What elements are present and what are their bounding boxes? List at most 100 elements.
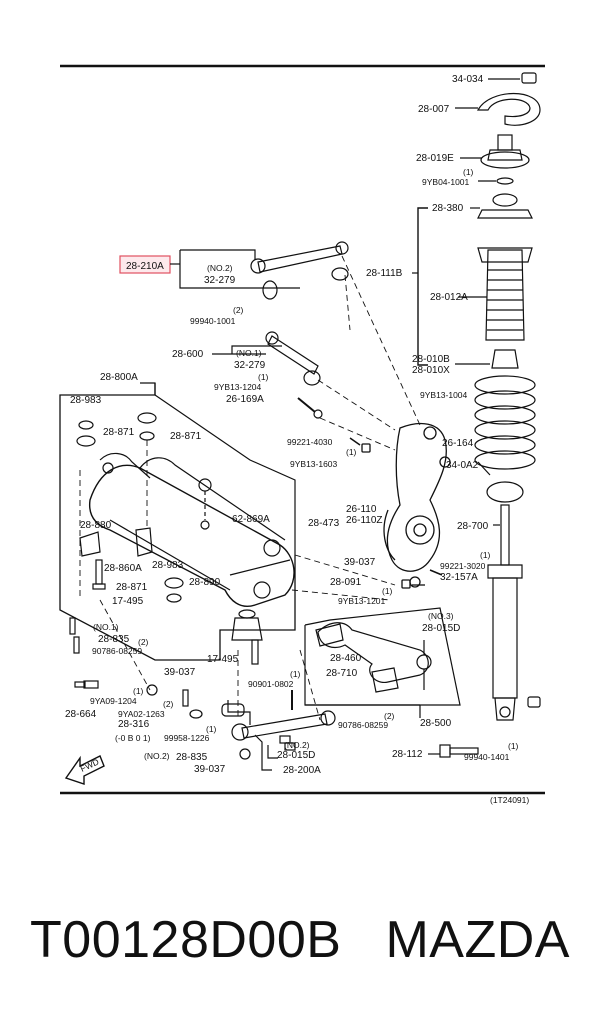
part-number: T00128D00B bbox=[30, 911, 342, 969]
label-qty-1g: (1) bbox=[133, 686, 144, 696]
shock-body-28-700 bbox=[492, 577, 518, 699]
mount-28-380 bbox=[477, 209, 533, 219]
label-28-860a: 28-860A bbox=[104, 563, 142, 574]
label-9yb13-1201: 9YB13-1201 bbox=[338, 596, 386, 606]
label-28-983-b: 28-983 bbox=[152, 560, 184, 571]
exploded-parts-diagram: FWD 34-034 28-007 28-019E (1) 9YB04-1001… bbox=[59, 64, 545, 805]
label-9yb13-1603: 9YB13-1603 bbox=[290, 459, 338, 469]
label-32-279-b: 32-279 bbox=[234, 360, 266, 371]
strut-assembly bbox=[412, 72, 541, 758]
label-28-890: 28-890 bbox=[189, 577, 221, 588]
label-no2-b: (NO.2) bbox=[144, 751, 170, 761]
label-99940-1001: 99940-1001 bbox=[190, 316, 236, 326]
label-90786-08259-a: 90786-08259 bbox=[92, 646, 142, 656]
lower-link-28-200a bbox=[221, 690, 336, 771]
label-34-0a2: 34-0A2 bbox=[446, 460, 479, 471]
label-28-380: 28-380 bbox=[432, 203, 464, 214]
seat-28-007 bbox=[476, 92, 541, 126]
label-28-091: 28-091 bbox=[330, 577, 362, 588]
part-labels: 34-034 28-007 28-019E (1) 9YB04-1001 28-… bbox=[65, 74, 529, 805]
upper-links bbox=[119, 241, 421, 451]
crossmember-28-800a bbox=[59, 382, 396, 721]
label-qty-2b: (2) bbox=[138, 637, 149, 647]
label-9yb04: 9YB04-1001 bbox=[422, 177, 470, 187]
mount-28-019e bbox=[480, 151, 530, 169]
label-28-835-a: 28-835 bbox=[98, 634, 130, 645]
label-fwd-note: (-0 B 0 1) bbox=[115, 733, 151, 743]
label-28-700: 28-700 bbox=[457, 521, 489, 532]
label-9ya09-1204: 9YA09-1204 bbox=[90, 696, 137, 706]
label-39-037-c: 39-037 bbox=[194, 764, 226, 775]
link-28-600 bbox=[267, 335, 319, 375]
label-26-110: 26-110 bbox=[346, 504, 377, 515]
label-no2-c: (NO.2) bbox=[284, 740, 310, 750]
label-39-037-b: 39-037 bbox=[164, 667, 196, 678]
label-62-869a: 62-869A bbox=[232, 514, 270, 525]
knuckle-26-110 bbox=[349, 422, 451, 589]
label-9yb13-1204: 9YB13-1204 bbox=[214, 382, 262, 392]
label-28-012a: 28-012A bbox=[430, 292, 468, 303]
label-28-010x: 28-010X bbox=[412, 365, 450, 376]
label-90901-0802: 90901-0802 bbox=[248, 679, 294, 689]
label-17-495-a: 17-495 bbox=[112, 596, 144, 607]
brand-name: MAZDA bbox=[385, 911, 570, 969]
label-9yb13-1004: 9YB13-1004 bbox=[420, 390, 468, 400]
label-90786-08259-b: 90786-08259 bbox=[338, 720, 388, 730]
label-no3: (NO.3) bbox=[428, 611, 454, 621]
label-28-600: 28-600 bbox=[172, 349, 204, 360]
caption-bar: T00128D00B MAZDA bbox=[0, 895, 600, 985]
label-no1-a: (NO.1) bbox=[236, 348, 262, 358]
label-99221-3020: 99221-3020 bbox=[440, 561, 486, 571]
label-34-034: 34-034 bbox=[452, 74, 484, 85]
label-26-164: 26-164 bbox=[442, 438, 474, 449]
label-28-015d-2: 28-015D bbox=[277, 750, 315, 761]
label-28-710: 28-710 bbox=[326, 668, 358, 679]
boot-28-012a bbox=[485, 249, 525, 341]
shock-rod bbox=[500, 504, 510, 566]
label-qty-2a: (2) bbox=[233, 305, 244, 315]
label-99221-4030: 99221-4030 bbox=[287, 437, 333, 447]
label-28-010b: 28-010B bbox=[412, 354, 450, 365]
label-28-500: 28-500 bbox=[420, 718, 452, 729]
seat-34-0a2 bbox=[486, 481, 524, 503]
label-28-983-a: 28-983 bbox=[70, 395, 102, 406]
label-28-112: 28-112 bbox=[392, 749, 423, 760]
diagram-svg: FWD 34-034 28-007 28-019E (1) 9YB04-1001… bbox=[59, 64, 545, 805]
label-qty-1b: (1) bbox=[258, 372, 269, 382]
label-28-007: 28-007 bbox=[418, 104, 450, 115]
label-28-664: 28-664 bbox=[65, 709, 97, 720]
label-28-835-b: 28-835 bbox=[176, 752, 208, 763]
label-26-110z: 26-110Z bbox=[346, 515, 383, 526]
bumper-28-010b bbox=[491, 349, 519, 369]
link-28-210a bbox=[257, 245, 343, 273]
label-qty-1d: (1) bbox=[480, 550, 491, 560]
label-28-800a: 28-800A bbox=[100, 372, 138, 383]
label-28-473: 28-473 bbox=[308, 518, 340, 529]
label-qty-1e: (1) bbox=[382, 586, 393, 596]
label-28-460: 28-460 bbox=[330, 653, 362, 664]
label-qty-2c: (2) bbox=[163, 699, 174, 709]
label-28-111b: 28-111B bbox=[366, 268, 403, 279]
label-28-871-a: 28-871 bbox=[103, 427, 135, 438]
label-32-279-a: 32-279 bbox=[204, 275, 236, 286]
nut-34-034 bbox=[521, 72, 537, 84]
label-no1-b: (NO.1) bbox=[93, 622, 119, 632]
label-28-871-b: 28-871 bbox=[170, 431, 202, 442]
label-qty-1c: (1) bbox=[346, 447, 357, 457]
fwd-arrow-icon: FWD bbox=[64, 755, 105, 785]
label-99958-1226: 99958-1226 bbox=[164, 733, 210, 743]
label-28-871-c: 28-871 bbox=[116, 582, 148, 593]
diagram-ref-code: (1T24091) bbox=[490, 795, 529, 805]
label-qty-1f: (1) bbox=[290, 669, 301, 679]
label-qty-2d: (2) bbox=[384, 711, 395, 721]
label-qty-1i: (1) bbox=[508, 741, 519, 751]
label-28-019e: 28-019E bbox=[416, 153, 454, 164]
label-99940-1401: 99940-1401 bbox=[464, 752, 510, 762]
label-28-015d: 28-015D bbox=[422, 623, 460, 634]
label-28-210a: 28-210A bbox=[126, 261, 164, 272]
label-26-169a: 26-169A bbox=[226, 394, 264, 405]
coil-spring bbox=[474, 375, 536, 470]
label-28-880: 28-880 bbox=[80, 520, 112, 531]
lower-arm-28-500 bbox=[304, 607, 461, 718]
